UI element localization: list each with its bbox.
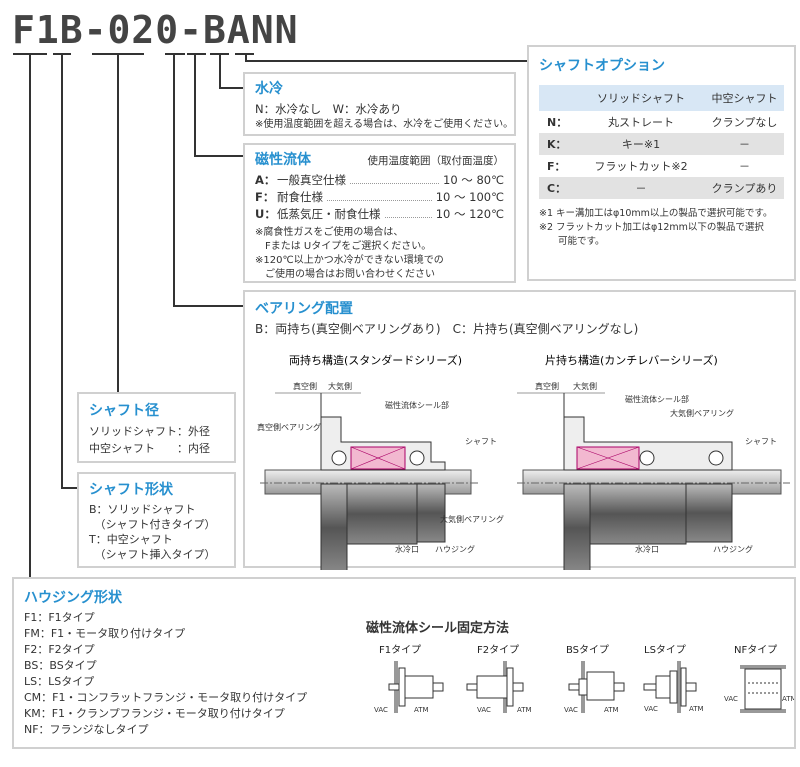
label-seal: 磁性流体シール部: [625, 394, 689, 404]
housing-item: BS：BSタイプ: [24, 659, 97, 672]
label-water: 水冷口: [635, 544, 659, 554]
water-cooling-note: ※使用温度範囲を超える場合は、水冷をご使用ください。: [255, 119, 514, 130]
svg-text:ATM: ATM: [517, 706, 532, 714]
shaft-diameter-box: シャフト径 ソリッドシャフト：外径 中空シャフト ：内径: [77, 392, 236, 463]
shaft-shape-title: シャフト形状: [89, 482, 173, 498]
note: ※1 キー溝加工はφ10mm以上の製品で選択可能です。: [539, 208, 773, 219]
housing-title: ハウジング形状: [24, 590, 122, 606]
fixing-type-label: NFタイプ: [734, 644, 777, 656]
bearing-box: ベアリング配置 B：両持ち(真空側ベアリングあり) C：片持ち(真空側ベアリング…: [243, 290, 796, 570]
svg-text:ATM: ATM: [604, 706, 619, 714]
housing-item: NF：フランジなしタイプ: [24, 723, 149, 736]
diagram-title: 両持ち構造(スタンダードシリーズ): [289, 353, 462, 367]
label-atm-bearing: 大気側ベアリング: [440, 514, 504, 524]
table-row: F：フラットカット※2－: [547, 160, 750, 173]
note: ※2 フラットカット加工はφ12mm以下の製品で選択: [539, 222, 764, 233]
note: ご使用の場合はお問い合わせください: [255, 269, 435, 280]
note: 可能です。: [539, 236, 605, 247]
housing-item: F2：F2タイプ: [24, 643, 95, 656]
housing-item: CM：F1・コンフラットフランジ・モータ取り付けタイプ: [24, 691, 308, 704]
label-vac-bearing: 真空側ベアリング: [257, 422, 321, 432]
fixing-method-title: 磁性流体シール固定方法: [366, 621, 510, 636]
magnetic-fluid-notes: ※腐食性ガスをご使用の場合は、 Fまたは Uタイプをご選択ください。 ※120℃…: [255, 226, 504, 282]
water-cooling-options: N：水冷なし W：水冷あり: [255, 102, 402, 116]
housing-item: LS：LSタイプ: [24, 675, 95, 688]
label-shaft: シャフト: [745, 437, 777, 446]
shaft-shape-line: B：ソリッドシャフト: [89, 503, 196, 516]
label-vac: 真空側: [293, 381, 317, 391]
fixing-type-label: BSタイプ: [566, 644, 609, 656]
shaft-diameter-line: ソリッドシャフト：外径: [89, 425, 210, 438]
note: ※腐食性ガスをご使用の場合は、: [255, 227, 404, 238]
shaft-option-box: シャフトオプション ソリッドシャフト中空シャフト N：丸ストレートクランプなし …: [527, 45, 796, 281]
fixing-method-diagrams: F1タイプ F2タイプ BSタイプ LSタイプ NFタイプ VAC ATM VAC…: [374, 644, 794, 714]
label-seal: 磁性流体シール部: [385, 400, 449, 410]
svg-text:VAC: VAC: [724, 695, 738, 703]
housing-list: F1：F1タイプ FM：F1・モータ取り付けタイプ F2：F2タイプ BS：BS…: [24, 610, 784, 738]
shaft-shape-box: シャフト形状 B：ソリッドシャフト （シャフト付きタイプ） T：中空シャフト （…: [77, 472, 236, 568]
diagram-double-support: 両持ち構造(スタンダードシリーズ) 真空側 大気側 磁性流体シール部 真空側ベア…: [257, 353, 504, 570]
svg-text:ATM: ATM: [689, 705, 704, 713]
fixing-type-label: F1タイプ: [379, 644, 421, 656]
diagram-title: 片持ち構造(カンチレバーシリーズ): [545, 353, 718, 367]
svg-text:VAC: VAC: [564, 706, 578, 714]
label-vac: 真空側: [535, 381, 559, 391]
svg-text:ATM: ATM: [782, 695, 794, 703]
table-row: K：キー※1－: [539, 133, 784, 155]
diagram-cantilever: 片持ち構造(カンチレバーシリーズ) 真空側 大気側 磁性流体シール部 大気側ベア…: [517, 353, 790, 570]
shaft-shape-line: （シャフト挿入タイプ）: [89, 548, 216, 561]
table-header: ソリッドシャフト中空シャフト: [539, 85, 784, 111]
note: ※120℃以上かつ水冷ができない環境での: [255, 255, 444, 266]
housing-item: FM：F1・モータ取り付けタイプ: [24, 627, 186, 640]
housing-item: F1：F1タイプ: [24, 611, 95, 624]
shaft-diameter-title: シャフト径: [89, 403, 159, 419]
label-shaft: シャフト: [465, 437, 497, 446]
magnetic-fluid-title: 磁性流体: [255, 152, 311, 168]
temp-range-header: 使用温度範囲（取付面温度）: [367, 155, 505, 167]
label-atm-bearing: 大気側ベアリング: [670, 408, 734, 418]
bearing-diagrams: 両持ち構造(スタンダードシリーズ) 真空側 大気側 磁性流体シール部 真空側ベア…: [257, 353, 790, 570]
svg-text:VAC: VAC: [477, 706, 491, 714]
shaft-diameter-line: 中空シャフト ：内径: [89, 442, 210, 455]
note: Fまたは Uタイプをご選択ください。: [255, 241, 432, 252]
shaft-option-title: シャフトオプション: [539, 58, 665, 74]
shaft-shape-line: T：中空シャフト: [89, 533, 173, 546]
fixing-type-label: LSタイプ: [644, 644, 686, 656]
shaft-shape-line: （シャフト付きタイプ）: [89, 518, 216, 531]
table-row: N：丸ストレートクランプなし: [547, 116, 778, 129]
svg-text:ATM: ATM: [414, 706, 429, 714]
label-housing: ハウジング: [713, 544, 753, 554]
label-water: 水冷口: [395, 544, 419, 554]
label-atm: 大気側: [328, 381, 352, 391]
model-code: F1B-020-BANN: [12, 8, 299, 52]
label-housing: ハウジング: [435, 544, 475, 554]
svg-text:VAC: VAC: [644, 705, 658, 713]
water-cooling-title: 水冷: [255, 81, 283, 97]
fixing-type-label: F2タイプ: [477, 644, 519, 656]
bearing-title: ベアリング配置: [255, 301, 353, 317]
shaft-option-notes: ※1 キー溝加工はφ10mm以上の製品で選択可能です。 ※2 フラットカット加工…: [539, 207, 784, 249]
housing-item: KM：F1・クランプフランジ・モータ取り付けタイプ: [24, 707, 285, 720]
label-atm: 大気側: [573, 381, 597, 391]
vac-atm-labels: VAC ATM VAC ATM VAC ATM VAC ATM VAC ATM: [374, 695, 794, 714]
water-cooling-box: 水冷 N：水冷なし W：水冷あり ※使用温度範囲を超える場合は、水冷をご使用くだ…: [243, 72, 516, 136]
svg-text:VAC: VAC: [374, 706, 388, 714]
housing-box: ハウジング形状 F1：F1タイプ FM：F1・モータ取り付けタイプ F2：F2タ…: [12, 577, 796, 749]
table-row: C：－クランプあり: [539, 177, 784, 199]
bearing-options: B：両持ち(真空側ベアリングあり) C：片持ち(真空側ベアリングなし): [255, 322, 639, 336]
